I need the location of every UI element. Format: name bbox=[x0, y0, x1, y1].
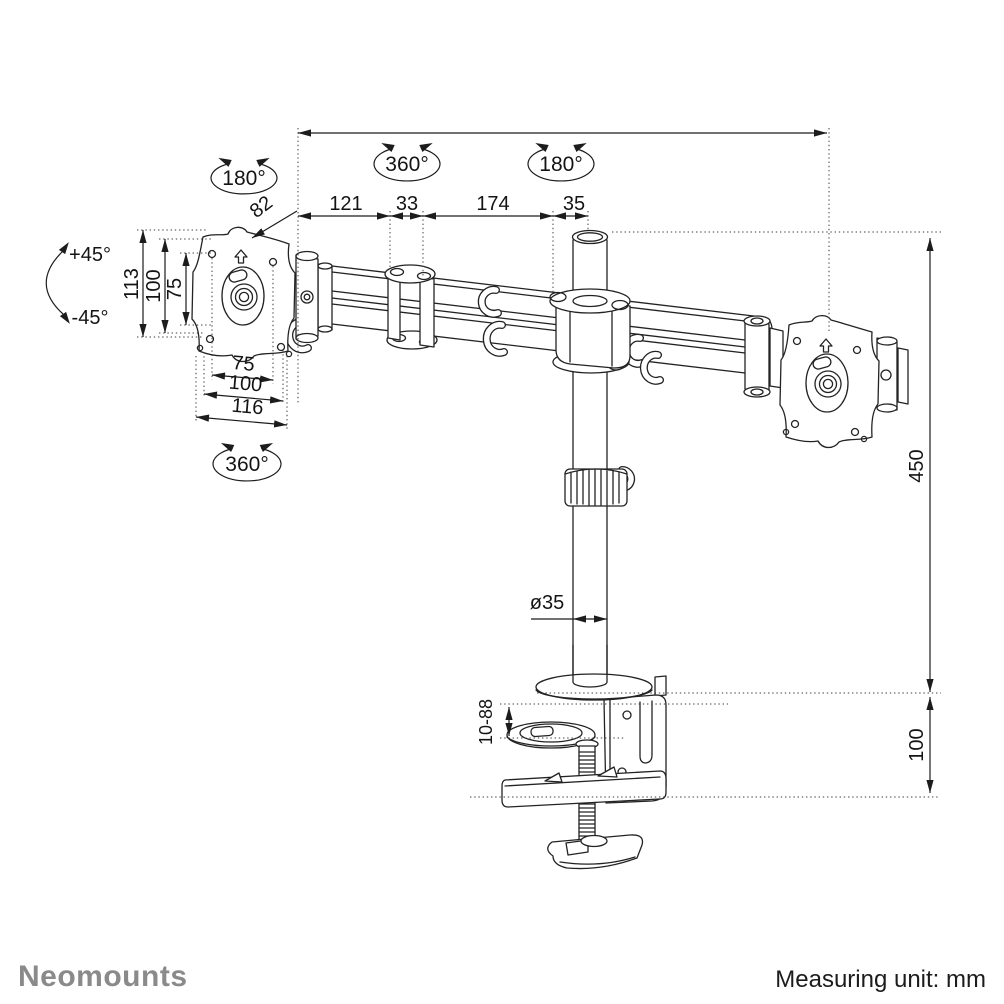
measuring-unit-label: Measuring unit: mm bbox=[775, 966, 986, 993]
vesa-plate-right bbox=[779, 314, 880, 449]
dim-pole-height: 450 bbox=[906, 449, 928, 482]
clamp-height-dim: 100 bbox=[906, 697, 934, 793]
dim-clamp-thickness-range: 10-88 bbox=[476, 699, 496, 745]
pole-clamp-joint bbox=[549, 288, 631, 374]
vesa-plate-left bbox=[191, 226, 296, 363]
orientation-arrow-icon bbox=[234, 249, 248, 264]
dim-arm-plate-offset: 82 bbox=[246, 192, 277, 223]
pole-height-dim: 450 bbox=[906, 238, 934, 692]
tilt-down-label: -45° bbox=[72, 307, 109, 329]
vesa-width-dims: 75 100 116 bbox=[195, 352, 288, 428]
dim-vesa-height-outer: 113 bbox=[121, 268, 143, 300]
left-arm-bracket bbox=[295, 250, 333, 344]
mid-rotation-joint bbox=[384, 264, 438, 350]
dim-vesa-height-inner: 75 bbox=[164, 278, 186, 300]
dim-arm-segment-4: 35 bbox=[563, 193, 585, 215]
dim-vesa-width-outer: 116 bbox=[231, 395, 265, 420]
dim-arm-segment-3: 174 bbox=[476, 193, 509, 215]
tilt-arc: +45° -45° bbox=[45, 242, 111, 329]
rotation-joint-mid-label: 360° bbox=[385, 153, 428, 176]
rotation-plate-swivel-label: 360° bbox=[225, 453, 268, 476]
rotation-oval-arm-left: 180° bbox=[210, 157, 278, 195]
rotation-pole-label: 180° bbox=[539, 153, 582, 176]
brand-logo: Neomounts bbox=[18, 960, 188, 993]
vesa-height-dims: 113 100 75 bbox=[121, 230, 190, 337]
rotation-oval-plate-swivel: 360° bbox=[212, 443, 282, 482]
tilt-up-label: +45° bbox=[69, 244, 111, 266]
dim-vesa-width-inner: 75 bbox=[231, 352, 255, 376]
dim-clamp-height: 100 bbox=[906, 728, 928, 761]
pole-height-collar bbox=[564, 465, 636, 507]
rotation-arm-left-label: 180° bbox=[222, 167, 265, 190]
dim-vesa-width-holes: 100 bbox=[228, 372, 263, 397]
dim-arm-segment-2: 33 bbox=[396, 193, 418, 215]
dim-vesa-height-holes: 100 bbox=[143, 269, 165, 302]
arm-dimension-chain: 121 33 174 35 bbox=[298, 193, 588, 220]
desk-clamp bbox=[501, 644, 667, 870]
pole-diameter-dim: ø35 bbox=[530, 592, 607, 623]
rotation-oval-joint-mid: 360° bbox=[373, 143, 441, 182]
dim-pole-diameter: ø35 bbox=[530, 592, 564, 614]
right-arm-bracket bbox=[743, 315, 784, 398]
orientation-arrow-icon bbox=[819, 338, 833, 353]
rotation-oval-pole: 180° bbox=[527, 143, 595, 182]
monitor-bracket bbox=[876, 336, 909, 413]
clamp-range-dim: 10-88 bbox=[476, 699, 513, 745]
dim-arm-plate-offset-leader: 82 bbox=[246, 192, 298, 239]
dim-arm-segment-1: 121 bbox=[329, 193, 362, 215]
